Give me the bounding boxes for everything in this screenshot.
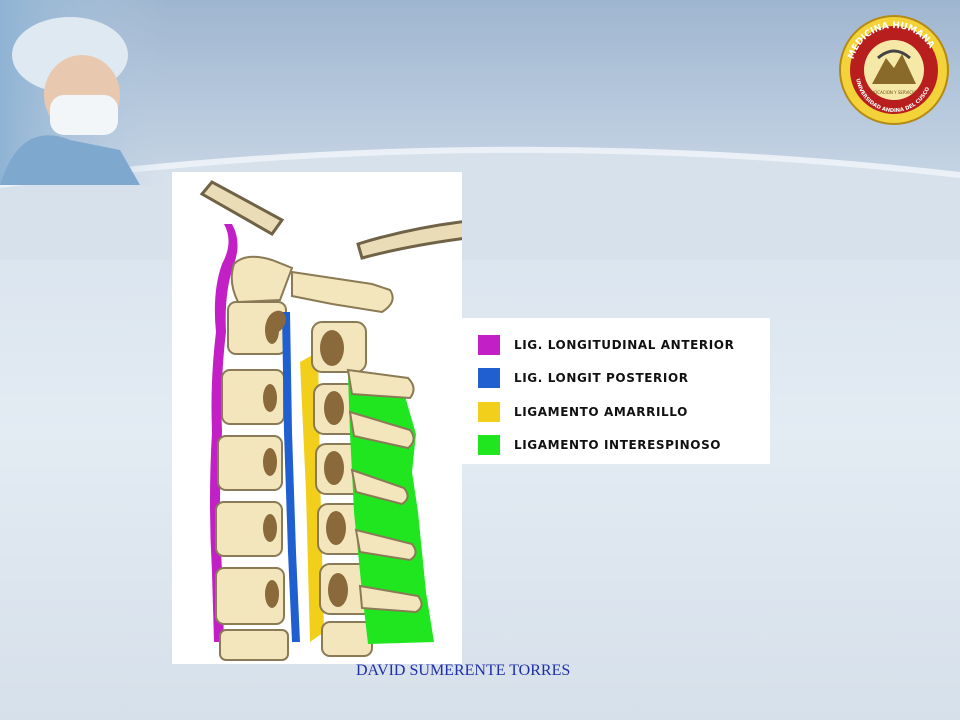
cervical-spine-diagram — [199, 180, 462, 661]
legend-swatch — [478, 402, 500, 422]
surgeon-photo — [0, 0, 165, 185]
legend-swatch — [478, 335, 500, 355]
vertebra-c5 — [215, 501, 283, 557]
atlas — [230, 255, 294, 304]
legend-label: LIG. LONGIT POSTERIOR — [514, 371, 689, 385]
legend-label: LIG. LONGITUDINAL ANTERIOR — [514, 338, 735, 352]
pedicles — [263, 310, 348, 608]
legend-item-anterior: LIG. LONGITUDINAL ANTERIOR — [478, 334, 734, 356]
legend-label: LIGAMENTO INTERESPINOSO — [514, 438, 722, 452]
legend-label: LIGAMENTO AMARRILLO — [514, 405, 688, 419]
vertebra-c7 — [219, 629, 289, 661]
occipital-fragment — [199, 180, 285, 236]
legend-swatch — [478, 368, 500, 388]
posterior-longitudinal-ligament — [282, 312, 300, 642]
logo-motto: VOCACION Y SERVICIO — [871, 90, 916, 95]
vertebral-bodies — [215, 301, 289, 661]
atlas-posterior-arch — [291, 270, 394, 314]
legend-item-flavum: LIGAMENTO AMARRILLO — [478, 401, 688, 423]
university-logo: MEDICINA HUMANA UNIVERSIDAD ANDINA DEL C… — [839, 15, 949, 125]
spinous-processes — [346, 368, 423, 614]
vertebra-c6 — [215, 567, 285, 625]
palate-fragment — [356, 220, 462, 260]
legend-swatch — [478, 435, 500, 455]
author-name: DAVID SUMERENTE TORRES — [356, 662, 571, 679]
legend-item-posterior: LIG. LONGIT POSTERIOR — [478, 367, 689, 389]
vertebra-c4 — [217, 435, 283, 491]
legend: LIG. LONGITUDINAL ANTERIOR LIG. LONGIT P… — [462, 318, 770, 464]
legend-item-interspinous: LIGAMENTO INTERESPINOSO — [478, 434, 721, 456]
